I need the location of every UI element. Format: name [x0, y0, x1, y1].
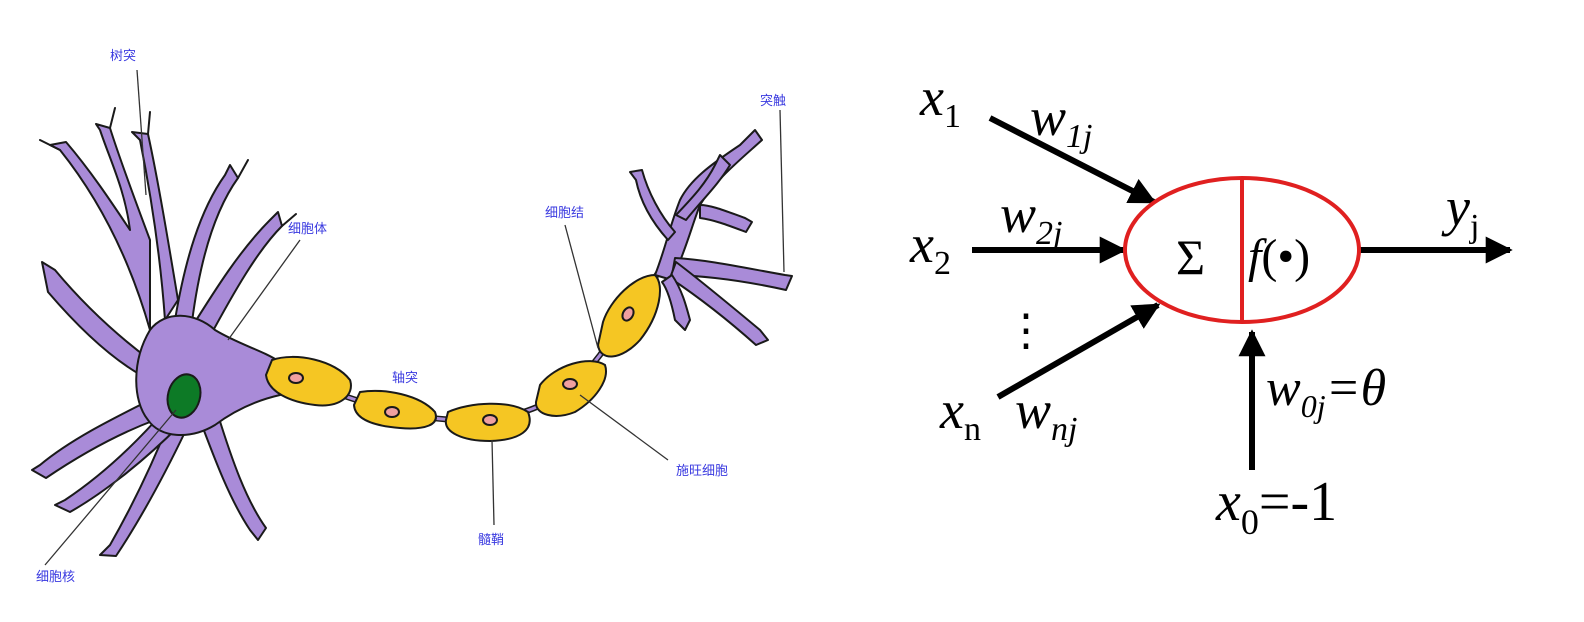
label-myelin: 髓鞘 — [478, 533, 504, 548]
perceptron-diagram: Σ f(•) x1 w1j x2 w2j ⋮ xn wnj yj w0j=θ x… — [909, 67, 1513, 542]
label-soma: 细胞体 — [288, 222, 327, 237]
neuron-illustration: 树突 细胞体 细胞结 突触 轴突 施旺细胞 髓鞘 细胞核 — [31, 48, 793, 585]
myelin-segment — [534, 360, 607, 417]
input-x1: x1 — [919, 67, 961, 135]
dendrites — [31, 107, 297, 557]
label-node: 细胞结 — [545, 206, 584, 221]
input-ellipsis: ⋮ — [1004, 306, 1048, 355]
label-nucleus: 细胞核 — [36, 570, 75, 585]
axon-terminal — [629, 129, 793, 346]
activation-label: f(•) — [1248, 230, 1310, 283]
label-axon: 轴突 — [392, 370, 418, 386]
arrow-xn — [996, 302, 1161, 400]
myelin-segment — [352, 389, 437, 430]
myelin-segment — [596, 273, 661, 358]
myelin-segment — [264, 356, 352, 407]
myelin-segment — [444, 402, 531, 443]
weight-w2: w2j — [1000, 184, 1062, 252]
arrow-x1 — [988, 115, 1157, 205]
weight-w1: w1j — [1030, 87, 1092, 155]
soma-body — [135, 314, 281, 437]
label-dendrite: 树突 — [110, 48, 136, 64]
label-schwann: 施旺细胞 — [676, 464, 728, 479]
perceptron-arrows — [972, 115, 1513, 470]
label-terminal: 突触 — [760, 93, 786, 109]
nucleus-shape — [166, 373, 202, 419]
input-xn: xn — [939, 380, 981, 448]
weight-wn: wnj — [1015, 380, 1077, 448]
leader-lines — [44, 69, 785, 566]
bias-weight: w0j=θ — [1266, 360, 1386, 424]
sum-symbol: Σ — [1176, 229, 1205, 285]
input-x2: x2 — [909, 214, 951, 282]
output-y: yj — [1441, 177, 1479, 245]
bias-input: x0=-1 — [1215, 471, 1337, 542]
myelin-segments — [264, 273, 661, 443]
